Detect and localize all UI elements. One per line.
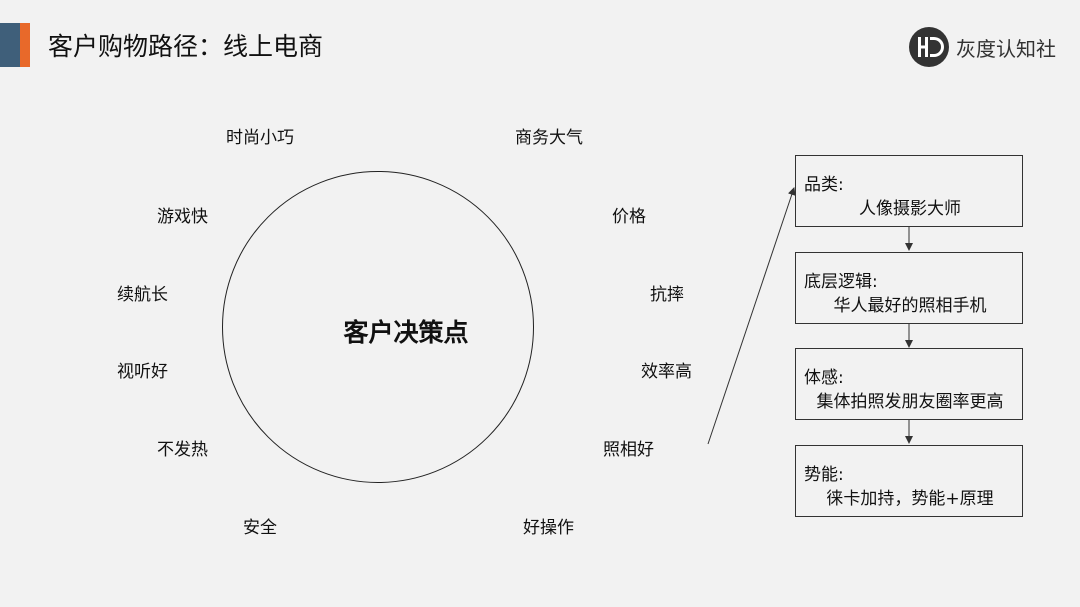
- box-logic: 底层逻辑: 华人最好的照相手机: [795, 252, 1023, 324]
- box-feeling-heading: 体感:: [804, 368, 844, 388]
- arrow-to-category: [707, 187, 796, 445]
- factor-right-3: 抗摔: [650, 285, 684, 305]
- factor-left-6: 安全: [243, 518, 277, 538]
- factor-left-5: 不发热: [157, 440, 208, 460]
- title-accent-stripe: [20, 23, 30, 67]
- page-title: 客户购物路径：线上电商: [48, 32, 324, 61]
- factor-left-2: 游戏快: [157, 207, 208, 227]
- factor-left-1: 时尚小巧: [226, 128, 294, 148]
- brand-name: 灰度认知社: [956, 36, 1056, 61]
- box-logic-value: 华人最好的照相手机: [833, 296, 987, 316]
- decision-circle: [222, 171, 534, 483]
- box-feeling-value: 集体拍照发朋友圈率更高: [816, 392, 1004, 412]
- factor-right-2: 价格: [612, 207, 646, 227]
- factor-right-5: 照相好: [603, 440, 654, 460]
- factor-left-4: 视听好: [117, 362, 168, 382]
- box-feeling: 体感: 集体拍照发朋友圈率更高: [795, 348, 1023, 420]
- hd-logo-icon: [909, 27, 949, 67]
- brand-logo: 灰度认知社: [908, 26, 1056, 68]
- box-logic-heading: 底层逻辑:: [804, 272, 878, 292]
- box-category-heading: 品类:: [804, 175, 844, 195]
- box-momentum-heading: 势能:: [804, 465, 844, 485]
- factor-left-3: 续航长: [117, 285, 168, 305]
- center-label: 客户决策点: [343, 318, 469, 347]
- box-momentum: 势能: 徕卡加持，势能+原理: [795, 445, 1023, 517]
- box-momentum-value: 徕卡加持，势能+原理: [826, 489, 994, 509]
- title-accent-bar: [0, 23, 20, 67]
- box-category: 品类: 人像摄影大师: [795, 155, 1023, 227]
- box-category-value: 人像摄影大师: [859, 199, 961, 219]
- factor-right-1: 商务大气: [515, 128, 583, 148]
- factor-right-4: 效率高: [641, 362, 692, 382]
- factor-right-6: 好操作: [523, 518, 574, 538]
